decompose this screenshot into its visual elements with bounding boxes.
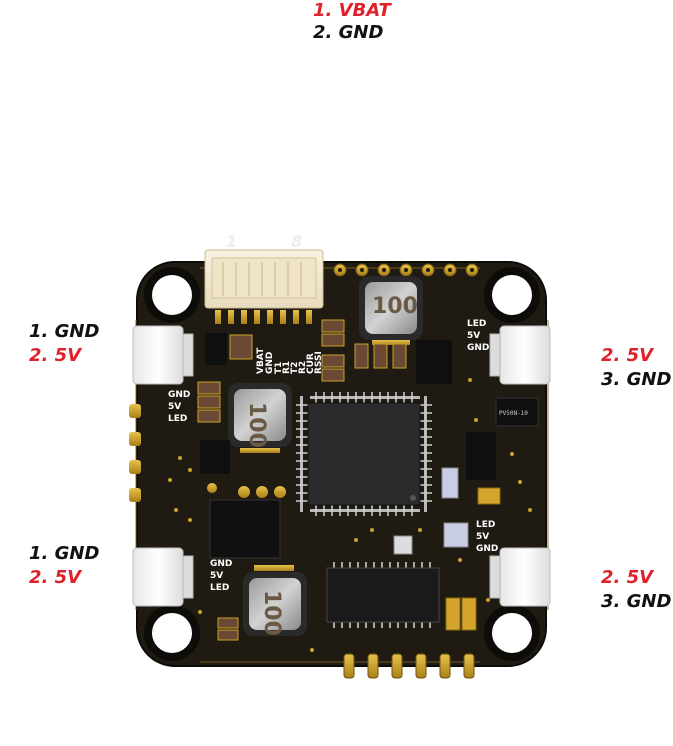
vias: [168, 378, 532, 652]
left-bottom-label-gnd: 1. GND: [29, 543, 100, 564]
inductor-bottom-value: 100: [259, 590, 284, 636]
silk-left-bottom-5v: 5V: [210, 571, 223, 581]
inductor-top: 100: [359, 276, 423, 345]
pin-label-r1: R1: [282, 361, 292, 374]
pin-label-r2: R2: [298, 361, 308, 374]
silk-right-bottom-led: LED: [476, 520, 495, 530]
pin-label-gnd: GND: [265, 352, 275, 374]
silk-left-gnd: GND: [168, 390, 190, 400]
left-side-pads: [129, 404, 141, 502]
right-bottom-label-gnd: 3. GND: [601, 591, 672, 612]
left-bottom-led-connector: [132, 547, 194, 607]
right-top-label-5v: 2. 5V: [601, 345, 654, 366]
pin-label-cur: CUR: [306, 353, 316, 374]
left-bottom-label-5v: 2. 5V: [29, 567, 82, 588]
mosfet-chip: [209, 499, 281, 559]
diode-left: [205, 333, 227, 365]
right-bottom-led-connector: [489, 547, 551, 607]
top-8pin-connector: 1 8: [204, 232, 324, 324]
uart-pin-labels: VBAT GND T1 R1 T2 R2 CUR RSSI: [256, 347, 324, 374]
inductor-bottom: 100: [243, 565, 307, 636]
gyro-chip: [466, 432, 496, 480]
top-label-vbat: 1. VBAT: [313, 0, 391, 21]
mcu-chip: [296, 392, 432, 516]
mid-solder-pads: [207, 483, 286, 498]
mounting-hole-bottom-left: [144, 605, 200, 661]
pin-label-t1: T1: [274, 362, 284, 374]
osd-chip: [326, 562, 440, 628]
bottom-pins: [343, 653, 475, 679]
silk-left-bottom-gnd: GND: [210, 559, 232, 569]
mounting-hole-bottom-right: [484, 605, 540, 661]
silk-left-bottom: GND 5V LED: [210, 559, 232, 593]
regulator-chip: [416, 340, 452, 384]
pin-label-vbat: VBAT: [256, 347, 266, 374]
right-top-label-gnd: 3. GND: [601, 369, 672, 390]
silk-right-bottom-5v: 5V: [476, 532, 489, 542]
top-label-gnd: 2. GND: [313, 22, 384, 43]
silk-left-top: GND 5V LED: [168, 390, 190, 424]
mounting-hole-top-left: [144, 267, 200, 323]
small-chip-left: [200, 440, 230, 474]
inductor-top-value: 100: [372, 294, 418, 319]
capacitors: [197, 319, 501, 641]
baro-chip: PV50N-10: [495, 397, 539, 427]
silk-right-top-5v: 5V: [467, 331, 480, 341]
baro-chip-text: PV50N-10: [499, 410, 528, 417]
inductor-left: 100: [228, 383, 292, 453]
silk-right-top-gnd: GND: [467, 343, 489, 353]
left-top-led-connector: [132, 325, 194, 385]
silk-right-bottom-gnd: GND: [476, 544, 498, 554]
silk-left-led: LED: [168, 414, 187, 424]
mounting-hole-top-right: [484, 267, 540, 323]
silk-left-bottom-led: LED: [210, 583, 229, 593]
pin-label-t2: T2: [290, 362, 300, 374]
right-top-led-connector: [489, 325, 551, 385]
inductor-left-value: 100: [244, 402, 269, 448]
pin-label-rssi: RSSI: [314, 351, 324, 374]
connector-pin-first-label: 1: [226, 232, 237, 251]
silk-right-bottom: LED 5V GND: [476, 520, 498, 554]
right-bottom-label-5v: 2. 5V: [601, 567, 654, 588]
left-top-label-5v: 2. 5V: [29, 345, 82, 366]
silk-right-top: LED 5V GND: [467, 319, 489, 353]
connector-pin-last-label: 8: [291, 232, 302, 251]
silk-left-5v: 5V: [168, 402, 181, 412]
left-top-label-gnd: 1. GND: [29, 321, 100, 342]
silk-right-top-led: LED: [467, 319, 486, 329]
